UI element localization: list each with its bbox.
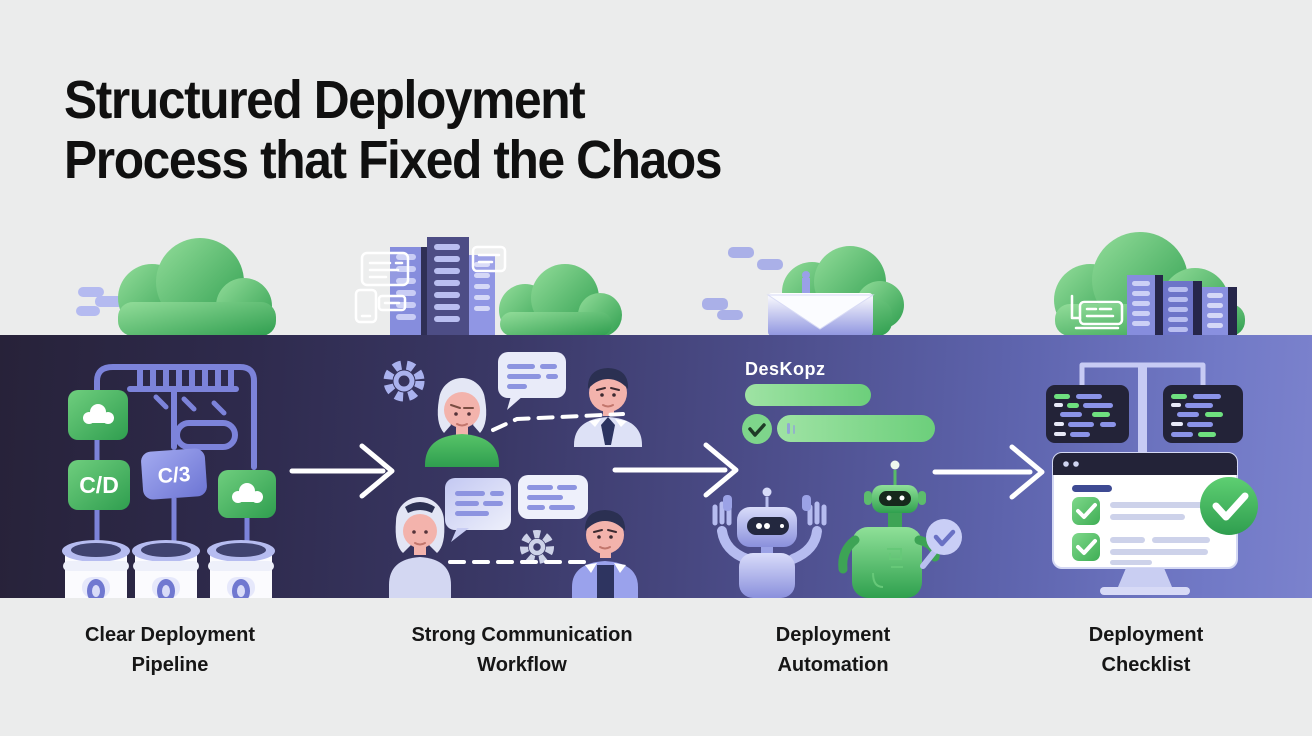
cloud-icon-left [118,238,276,336]
check-badge-large [1200,477,1258,535]
page-title: Structured Deployment Process that Fixed… [64,70,722,190]
card-reader-icon [1070,294,1124,330]
woman-avatar-1 [425,378,499,467]
illustration-band: C/D C/3 [0,335,1312,598]
check-circle-icon [742,414,772,444]
cd-badge: C/D [68,460,130,510]
arrow-right-icon-2 [612,442,739,498]
arrow-right-icon-3 [932,444,1045,500]
caption-communication-line-1: Strong Communication [411,624,633,646]
communication-illustration [383,352,642,598]
browser-bar [1053,453,1237,475]
app-name-label: DesKopz [745,359,826,379]
caption-pipeline-line-1: Clear Deployment [84,624,256,646]
caption-pipeline: Clear Deployment Pipeline [30,620,310,680]
buildings-right [1127,275,1237,336]
caption-automation-line-2: Automation [777,654,889,676]
caption-pipeline-line-2: Pipeline [131,654,209,676]
caption-communication: Strong Communication Workflow [352,620,692,680]
badge-connectors [94,440,250,549]
checklist-illustration [1046,362,1258,595]
woman-avatar-2 [389,497,451,598]
gear-icon-1 [383,360,425,402]
progress-bar-1 [745,384,871,406]
page-title-line-1: Structured Deployment [64,70,586,130]
speech-bubble-2 [445,478,511,542]
caption-communication-line-2: Workflow [477,654,567,676]
caption-checklist: Deployment Checklist [1010,620,1282,680]
note-card-icon-2 [471,245,507,273]
pipe-network [94,364,257,470]
antenna-icon [802,271,810,294]
checklist-item-1 [1072,497,1205,525]
robot-green [838,460,962,598]
cb-badge-label: C/3 [157,463,191,488]
cd-badge-label: C/D [79,472,119,498]
caption-automation-line-1: Deployment [775,624,891,646]
code-panel-left [1046,385,1129,443]
cloud-icon [232,483,263,503]
caption-automation: Deployment Automation [698,620,968,680]
cb-badge: C/3 [141,448,207,500]
cloud-icon [83,404,114,424]
storage-cylinder-1 [62,540,130,598]
gear-icon-2 [520,530,554,564]
dashed-connector-1 [491,412,625,432]
cloud-badge-2 [218,470,276,518]
envelope-icon [766,293,875,336]
cloud-badge-1 [68,390,128,440]
bracket-connector [1079,362,1206,455]
page-title-line-2: Process that Fixed the Chaos [64,130,722,190]
cloud-icon-mid-left [499,264,622,336]
man-avatar-1 [574,368,642,447]
progress-bar-2 [777,415,935,442]
caption-checklist-line-2: Checklist [1101,654,1191,676]
storage-cylinder-2 [132,540,200,598]
checklist-item-2 [1072,533,1210,565]
monitor [1052,452,1258,569]
storage-cylinder-3 [207,540,275,598]
arrow-right-icon-1 [289,443,395,499]
automation-illustration: DesKopz [712,359,962,598]
speech-bubble-3 [518,475,588,519]
robot-lavender [712,487,827,598]
pipeline-illustration: C/D C/3 [62,364,276,598]
magnifier-check-icon [920,519,962,569]
document-card-icon [360,251,410,287]
speech-bubble-1 [498,352,566,410]
code-panel-right [1163,385,1243,443]
checklist-title-bar [1072,485,1112,492]
decorative-skyline [76,232,1245,336]
flow-arrows [289,442,1045,500]
caption-checklist-line-1: Deployment [1088,624,1204,646]
man-avatar-2 [572,510,638,598]
note-card-icon [377,294,407,312]
monitor-stand [1100,568,1190,595]
phone-icon [354,288,378,324]
